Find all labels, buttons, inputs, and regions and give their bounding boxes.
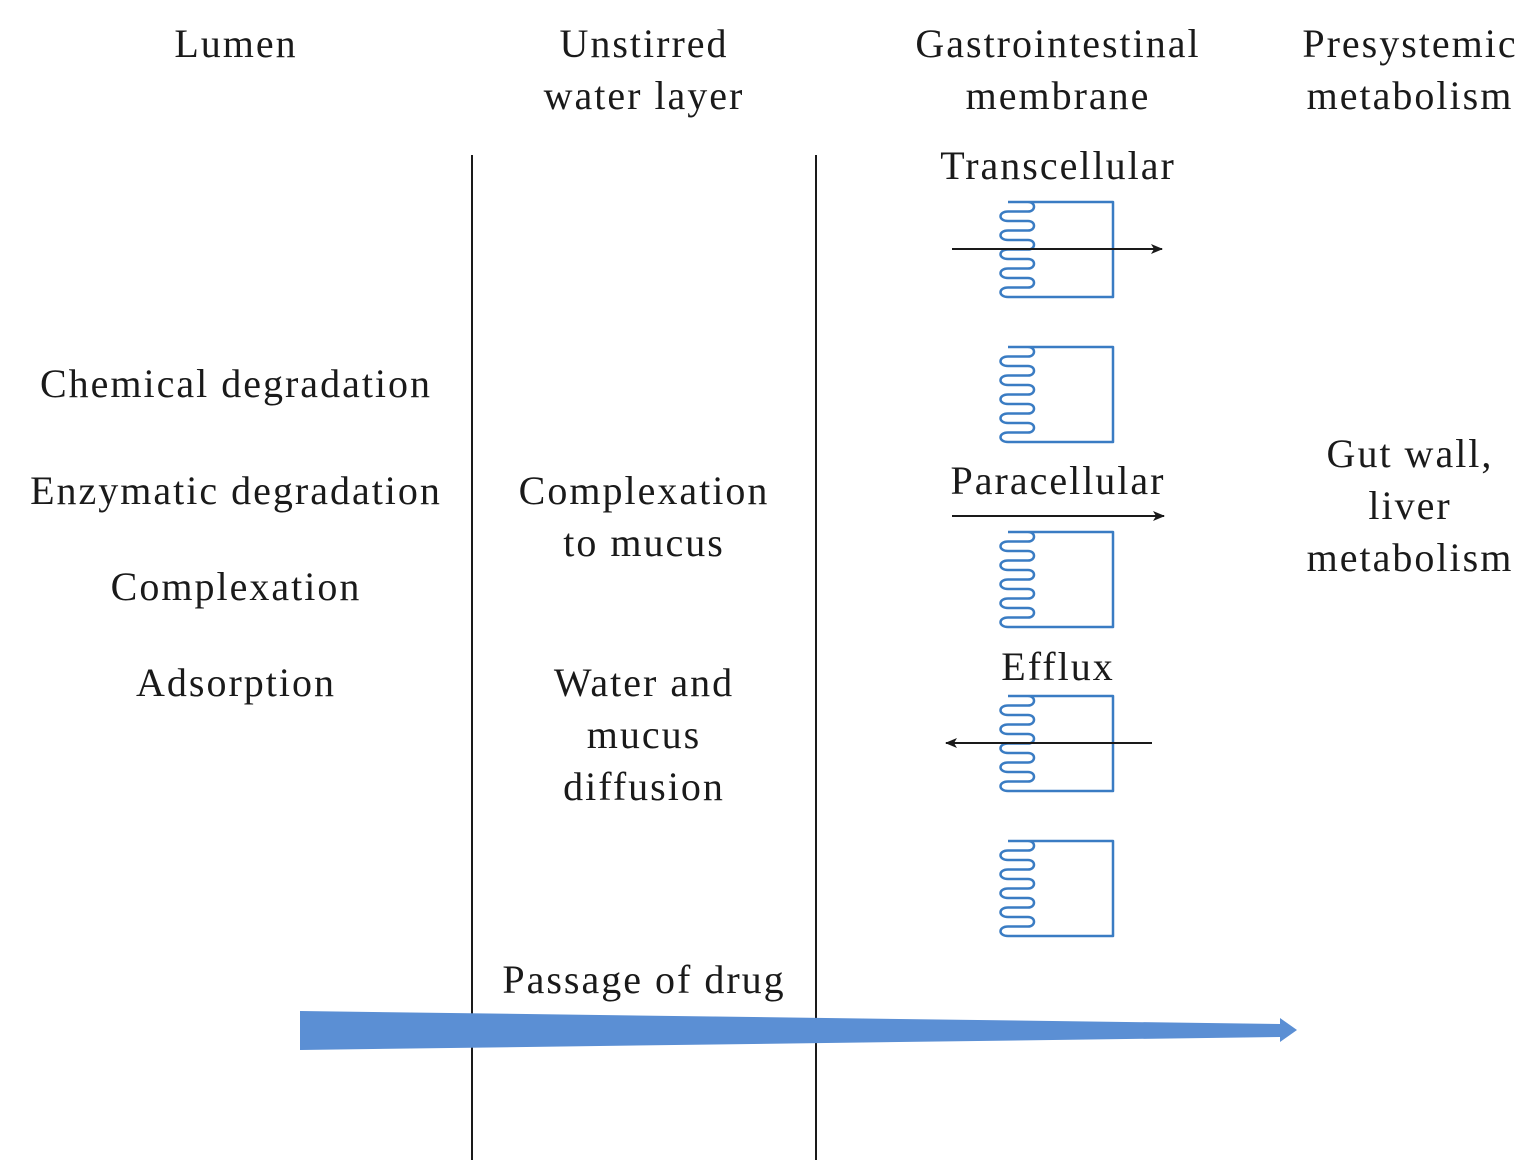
lumen-process-adsorption: Adsorption — [136, 660, 336, 705]
passage-of-drug-label: Passage of drug — [502, 957, 786, 1002]
presystemic-gut-wall-liver-metabolism: Gut wall, liver metabolism — [1306, 431, 1514, 580]
epithelial-cell — [999, 839, 1115, 938]
route-label-transcellular: Transcellular — [940, 143, 1176, 188]
epithelial-cell — [999, 530, 1115, 629]
column-header-gastrointestinal-membrane: Gastrointestinal membrane — [915, 21, 1201, 118]
route-label-efflux: Efflux — [1001, 644, 1115, 689]
lumen-process-chemical-degradation: Chemical degradation — [39, 361, 433, 406]
column-header-unstirred-water-layer: Unstirred water layer — [543, 21, 745, 118]
column-header-presystemic-metabolism: Presystemic metabolism — [1302, 21, 1518, 118]
column-header-lumen: Lumen — [174, 21, 298, 66]
unstirred-water-mucus-diffusion: Water and mucus diffusion — [553, 660, 735, 809]
route-label-paracellular: Paracellular — [950, 458, 1166, 503]
epithelial-cell — [999, 345, 1115, 444]
passage-of-drug-arrow — [300, 1011, 1297, 1050]
lumen-process-enzymatic-degradation: Enzymatic degradation — [30, 468, 442, 513]
lumen-process-complexation: Complexation — [110, 564, 362, 609]
unstirred-complexation-to-mucus: Complexation to mucus — [518, 468, 770, 565]
